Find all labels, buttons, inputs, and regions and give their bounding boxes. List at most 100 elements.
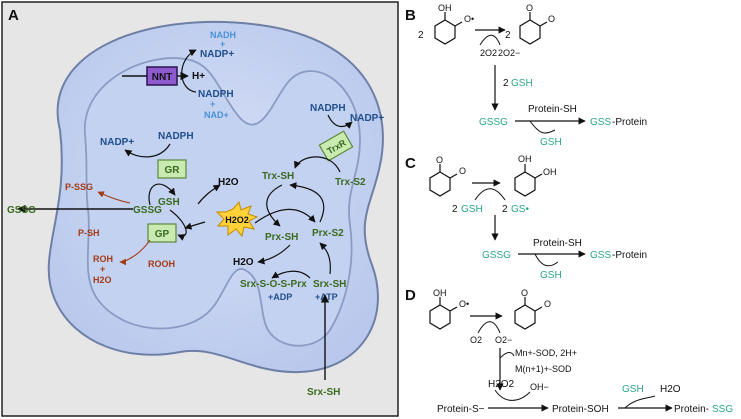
panel-d: D O• OH O2 O2− O O Mn+-SOD, 2H+ M(n+1)+-… (405, 287, 733, 415)
c-gsh-curl-2 (534, 253, 559, 267)
atp-label: +ATP (315, 292, 338, 302)
trx-prx-arrow-2 (266, 184, 283, 227)
d-o2-curl (477, 321, 501, 334)
h2o-left-label: H2O (93, 275, 112, 285)
panel-d-label: D (405, 287, 416, 304)
panel-c: C O O 2 GSH 2 GS• OH OH GSSG Protein-SH … (405, 154, 647, 281)
gsh-label-d: GSH (622, 384, 644, 395)
trx-reduce-arrow (293, 156, 341, 173)
svg-text:O: O (436, 155, 443, 165)
h2o-top-label: H2O (218, 177, 239, 188)
semiquinone-ring-b: O• (434, 12, 474, 45)
gr-label: GR (165, 165, 181, 176)
mitochondrion-inner (84, 57, 361, 347)
quinone-ring-d: O O (514, 288, 551, 330)
svg-text:O: O (459, 166, 466, 176)
h2o2-burst (215, 200, 259, 238)
prx-sh-label: Prx-SH (265, 232, 298, 243)
gr-nadph-arrow (124, 143, 171, 158)
adp-label: +ADP (268, 292, 292, 302)
ssg-label-d: SSG (712, 404, 733, 415)
svg-text:O: O (526, 3, 533, 13)
gssg-inner-label: GSSG (133, 205, 162, 216)
protein-soh-label: Protein-SOH (552, 404, 609, 415)
gsh-label-b1: GSH (511, 78, 533, 89)
panel-a-label: A (8, 7, 19, 24)
panel-a: A NNT NADH + NADP+ H+ NADPH + NAD+ NADP+… (1, 1, 399, 417)
svg-text:O: O (548, 14, 555, 24)
semiquinone-ring-d: O• (429, 297, 469, 330)
trx-s2-label: Trx-S2 (335, 177, 366, 188)
protein-ssg-prefix: Protein- (674, 404, 709, 415)
h2o2-prx-arrow (254, 208, 316, 224)
d-oh-curl (494, 389, 531, 401)
nadp-plus-left-label: NADP+ (100, 137, 134, 148)
gss-label-c: GSS (590, 250, 611, 261)
panel-b-label: B (405, 7, 416, 24)
b-o2-curl (479, 34, 501, 46)
sod2-label: M(n+1)+-SOD (515, 364, 572, 374)
h2o-label-d: H2O (660, 384, 681, 395)
gss-label-b: GSS (590, 117, 611, 128)
svg-text:O: O (521, 288, 528, 298)
protein-label-c: -Protein (612, 250, 647, 261)
trx-sh-label: Trx-SH (262, 171, 294, 182)
gsh-label-b2: GSH (540, 137, 562, 148)
prx-h2o-arrow (257, 244, 291, 265)
protein-sh-label-c: Protein-SH (533, 238, 582, 249)
o2minus-label-b: 2O2− (498, 48, 520, 58)
nadp-plus-top-label: NADP+ (200, 49, 234, 60)
coef-gsh-c: 2 (452, 204, 458, 215)
p-ssg-arrow (97, 191, 131, 204)
nad-plus-label: NAD+ (204, 110, 229, 120)
srx-sh-inner-label: Srx-SH (313, 279, 346, 290)
oh-label-d: OH (433, 288, 447, 298)
gs-radical-label-c: GS• (511, 204, 529, 215)
gr-box (157, 159, 187, 179)
nadph-left-label: NADPH (158, 131, 194, 142)
gssg-label-b: GSSG (479, 117, 508, 128)
nadh-label: NADH (210, 30, 236, 40)
coef-b1: 2 (418, 30, 424, 41)
nadph-right-label: NADPH (310, 103, 346, 114)
srx-prx-arrow (319, 242, 331, 275)
trxr-box (318, 130, 354, 162)
d-gsh-curl (624, 395, 656, 409)
coef-gs-c: 2 (502, 204, 508, 215)
plus-label-2: + (210, 99, 215, 109)
oh-minus-label-d: OH− (530, 382, 549, 392)
srx-complex-arrow (271, 270, 311, 279)
coef-gsh-b: 2 (503, 78, 509, 89)
srx-prx-label: Srx-S-O-S-Prx (240, 279, 307, 290)
p-ssg-label: P-SSG (65, 182, 93, 192)
prx-s2-label: Prx-S2 (312, 228, 344, 239)
quinone-ring-c: O O (429, 155, 466, 197)
plus-label-1: + (220, 39, 225, 49)
oh2-label-c: OH (543, 167, 557, 177)
h2o2-label-d: H2O2 (488, 379, 515, 390)
trx-prx-arrow-1 (289, 182, 325, 223)
gp-h2o-arrow (197, 184, 221, 205)
svg-text:O: O (544, 299, 551, 309)
p-sh-label: P-SH (78, 228, 100, 238)
h2o-bottom-label: H2O (233, 257, 254, 268)
gp-gsh-arrow (169, 209, 187, 241)
catechol-ring-c (514, 164, 543, 197)
sod1-label: Mn+-SOD, 2H+ (515, 348, 577, 358)
o2minus-label-d: O2− (495, 335, 512, 345)
d-sod-curl (499, 352, 515, 359)
rooh-label: ROOH (148, 259, 175, 269)
gp-label: GP (155, 229, 170, 240)
quinone-ring-b: O O (519, 3, 555, 45)
b-gsh-curl (529, 120, 556, 134)
protein-label-b: -Protein (612, 117, 647, 128)
o2-label-d: O2 (470, 335, 482, 345)
gssg-out-label: GSSG (7, 205, 36, 216)
coef-b2: 2 (505, 30, 511, 41)
nadp-plus-right-label: NADP+ (350, 113, 384, 124)
oh1-label-c: OH (518, 154, 532, 164)
protein-s-label: Protein-S− (437, 404, 485, 415)
nnt-label: NNT (152, 72, 173, 83)
gp-box (147, 223, 177, 243)
gssg-label-c: GSSG (482, 250, 511, 261)
